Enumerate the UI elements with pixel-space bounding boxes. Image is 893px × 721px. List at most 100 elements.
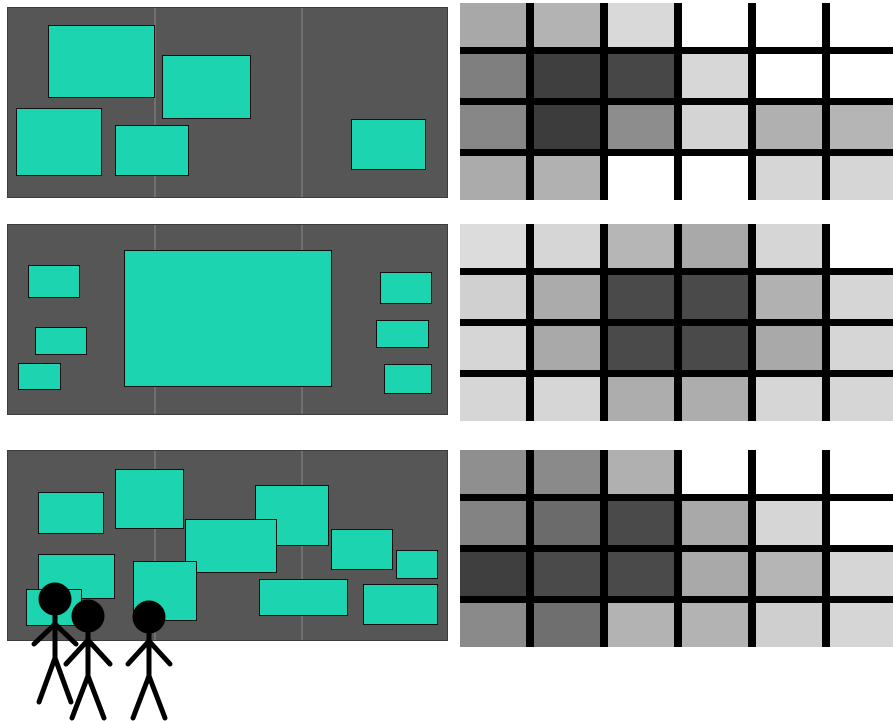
heatmap-cell — [534, 450, 600, 494]
heatmap-cell — [460, 603, 526, 647]
heatmap-cell — [756, 275, 822, 319]
heatmap-cell — [682, 224, 748, 268]
heatmap-cell — [682, 552, 748, 596]
heatmap-cell — [830, 603, 893, 647]
heatmap-cell — [460, 105, 526, 149]
heatmap-cell — [830, 275, 893, 319]
heatmap-cell — [830, 224, 893, 268]
heatmap-cell — [460, 552, 526, 596]
heatmap-cell — [608, 552, 674, 596]
display-wall-1 — [7, 7, 448, 198]
window-rect — [331, 529, 393, 570]
window-rect — [18, 363, 61, 390]
window-rect — [363, 584, 438, 625]
heatmap-cell — [756, 156, 822, 200]
heatmap-cell — [534, 3, 600, 47]
heatmap-cell — [608, 275, 674, 319]
heatmap-cell — [460, 275, 526, 319]
heatmap-cell — [608, 54, 674, 98]
heatmap-cell — [682, 54, 748, 98]
heatmap-cell — [608, 3, 674, 47]
window-rect — [259, 579, 348, 616]
heatmap-cell — [830, 501, 893, 545]
heatmap-cell — [682, 377, 748, 421]
heatmap-cell — [534, 501, 600, 545]
window-rect — [396, 550, 438, 579]
window-rect — [376, 320, 429, 348]
heatmap-cell — [756, 326, 822, 370]
heatmap-cell — [460, 501, 526, 545]
heatmap-cell — [682, 326, 748, 370]
heatmap-cell — [608, 603, 674, 647]
heatmap-cell — [830, 326, 893, 370]
heatmap-cell — [534, 224, 600, 268]
heatmap-cell — [682, 450, 748, 494]
window-rect — [48, 25, 155, 98]
heatmap-cell — [534, 54, 600, 98]
heatmap-cell — [830, 105, 893, 149]
heatmap-cell — [756, 3, 822, 47]
heatmap-cell — [460, 326, 526, 370]
heatmap-cell — [756, 54, 822, 98]
window-rect — [162, 55, 251, 119]
heatmap-cell — [460, 377, 526, 421]
heatmap-cell — [682, 501, 748, 545]
heatmap-cell — [460, 54, 526, 98]
heatmap-cell — [608, 105, 674, 149]
wall-divider — [301, 8, 303, 197]
window-rect — [380, 272, 432, 304]
heatmap-cell — [756, 552, 822, 596]
heatmap-cell — [830, 552, 893, 596]
heatmap-grid-3 — [460, 450, 893, 647]
heatmap-cell — [608, 156, 674, 200]
people-figures — [20, 580, 190, 721]
heatmap-cell — [460, 3, 526, 47]
person-icon — [34, 585, 76, 702]
heatmap-cell — [460, 450, 526, 494]
window-rect — [124, 250, 332, 387]
heatmap-cell — [830, 3, 893, 47]
heatmap-cell — [534, 105, 600, 149]
heatmap-cell — [756, 377, 822, 421]
window-rect — [115, 469, 184, 529]
heatmap-cell — [534, 156, 600, 200]
heatmap-cell — [534, 603, 600, 647]
heatmap-cell — [460, 224, 526, 268]
window-rect — [115, 125, 189, 176]
heatmap-grid-1 — [460, 3, 893, 200]
heatmap-cell — [608, 377, 674, 421]
heatmap-cell — [756, 450, 822, 494]
window-rect — [38, 492, 104, 534]
window-rect — [384, 364, 432, 394]
heatmap-grid-2 — [460, 224, 893, 421]
window-rect — [16, 108, 102, 176]
display-wall-2 — [7, 224, 448, 415]
window-rect — [35, 327, 87, 355]
heatmap-cell — [830, 377, 893, 421]
heatmap-cell — [756, 501, 822, 545]
window-rect — [28, 265, 80, 298]
heatmap-cell — [756, 603, 822, 647]
heatmap-cell — [534, 275, 600, 319]
heatmap-cell — [608, 450, 674, 494]
heatmap-cell — [682, 603, 748, 647]
person-icon — [128, 603, 170, 718]
window-rect — [351, 119, 426, 170]
heatmap-cell — [830, 450, 893, 494]
heatmap-cell — [682, 275, 748, 319]
heatmap-cell — [534, 552, 600, 596]
heatmap-cell — [460, 156, 526, 200]
heatmap-cell — [534, 326, 600, 370]
heatmap-cell — [682, 105, 748, 149]
heatmap-cell — [756, 105, 822, 149]
heatmap-cell — [682, 3, 748, 47]
heatmap-cell — [534, 377, 600, 421]
heatmap-cell — [608, 501, 674, 545]
heatmap-cell — [830, 156, 893, 200]
heatmap-cell — [682, 156, 748, 200]
heatmap-cell — [608, 224, 674, 268]
heatmap-cell — [608, 326, 674, 370]
heatmap-cell — [830, 54, 893, 98]
heatmap-cell — [756, 224, 822, 268]
window-rect — [185, 519, 277, 573]
